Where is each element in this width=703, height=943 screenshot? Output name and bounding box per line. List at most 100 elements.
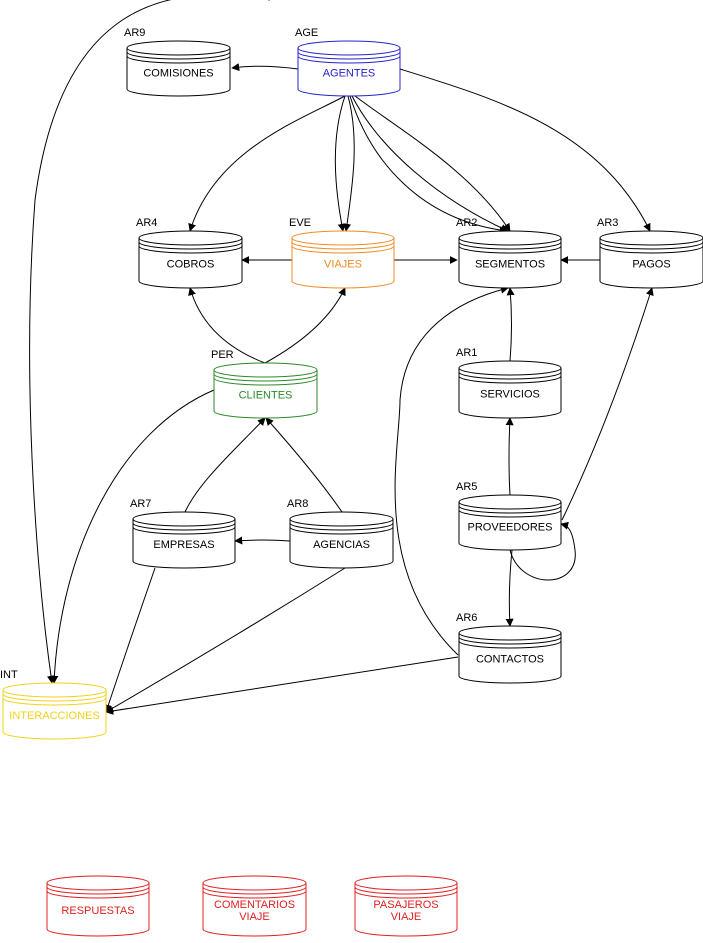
cylinder-top: [126, 40, 231, 56]
node-tag: AR8: [287, 498, 308, 510]
node-name: PROVEEDORES: [468, 522, 553, 534]
cylinder-body: [289, 519, 394, 569]
cylinder-top: [354, 875, 458, 891]
cylinder-ring: [202, 886, 307, 895]
cylinder-ring: [297, 51, 401, 60]
node-name: SEGMENTOS: [475, 259, 545, 271]
node-empresas[interactable]: EMPRESAS AR7: [130, 498, 236, 569]
node-name: PASAJEROS: [373, 899, 438, 911]
node-tag: AR9: [124, 27, 145, 39]
edge-top-interacciones: [29, 0, 270, 684]
edge-agencias-interacciones: [105, 567, 346, 713]
cylinder-top: [458, 230, 562, 246]
cylinder-ring: [354, 886, 458, 895]
edge-agentes-comisiones: [231, 63, 299, 72]
edge-clientes-viajes: [264, 287, 346, 364]
cylinder-ring: [138, 241, 243, 250]
node-name: SERVICIOS: [480, 389, 540, 401]
node-tag: AGE: [295, 27, 318, 39]
cylinder-top: [291, 230, 395, 246]
cylinder-top: [289, 511, 394, 527]
edge-agentes-cobros: [188, 95, 346, 232]
edge-agencias-empresas: [234, 536, 291, 545]
cylinder-ring: [458, 505, 562, 514]
edge-contactos-segmentos: [394, 285, 509, 656]
edge-agentes-viajes-2: [343, 95, 355, 232]
node-cobros[interactable]: COBROS AR4: [136, 217, 243, 289]
cylinder-ring: [354, 890, 458, 899]
cylinder-top: [132, 511, 236, 527]
cylinder-ring: [126, 55, 231, 64]
cylinder-body: [126, 48, 231, 97]
edge-clientes-cobros: [188, 287, 266, 364]
cylinder-ring: [458, 245, 562, 254]
node-name: AGENCIAS: [313, 539, 370, 551]
node-name: VIAJE: [239, 911, 270, 923]
cylinder-ring: [289, 522, 394, 531]
node-name: AGENTES: [323, 68, 376, 80]
cylinder-ring: [132, 526, 236, 535]
cylinder-body: [46, 883, 150, 937]
node-name: CLIENTES: [239, 390, 293, 402]
node-agencias[interactable]: AGENCIAS AR8: [287, 498, 394, 569]
cylinder-ring: [458, 640, 562, 649]
node-name: CONTACTOS: [476, 654, 544, 666]
cylinder-ring: [289, 526, 394, 535]
cylinder-ring: [46, 890, 150, 899]
cylinder-top: [2, 682, 107, 698]
cylinder-body: [2, 690, 107, 740]
node-name: VIAJE: [391, 911, 422, 923]
cylinder-body: [599, 238, 703, 289]
node-contactos[interactable]: CONTACTOS AR6: [456, 612, 562, 684]
edge-servicios-segmentos: [506, 287, 515, 362]
node-tag: AR6: [456, 612, 477, 624]
cylinder-body: [202, 883, 307, 937]
cylinder-ring: [2, 697, 107, 706]
cylinder-ring: [458, 371, 562, 380]
node-tag: AR7: [130, 498, 151, 510]
edge-proveedores-pagos: [561, 287, 654, 521]
cylinder-top: [46, 875, 150, 891]
node-name: PAGOS: [632, 259, 670, 271]
cylinder-ring: [291, 241, 395, 250]
node-tag: AR4: [136, 217, 157, 229]
cylinder-ring: [458, 509, 562, 518]
edge-agentes-segmentos-1: [349, 95, 508, 235]
cylinder-ring: [458, 375, 562, 384]
node-name: INTERACCIONES: [9, 710, 99, 722]
cylinder-ring: [599, 245, 703, 254]
cylinder-ring: [132, 522, 236, 531]
node-name: EMPRESAS: [153, 539, 214, 551]
node-tag: AR3: [597, 217, 618, 229]
node-name: COBROS: [167, 259, 215, 271]
node-tag: PER: [211, 349, 234, 361]
node-pagos[interactable]: PAGOS AR3: [597, 217, 703, 289]
edge-agentes-segmentos-2: [351, 95, 509, 232]
cylinder-body: [458, 238, 562, 289]
cylinder-ring: [599, 241, 703, 250]
cylinder-body: [138, 238, 243, 289]
node-clientes[interactable]: CLIENTES PER: [211, 349, 318, 419]
cylinder-ring: [297, 55, 401, 64]
node-name: RESPUESTAS: [61, 905, 134, 917]
cylinder-ring: [458, 241, 562, 250]
node-agentes[interactable]: AGENTES AGE: [295, 27, 401, 97]
relationship-arrows: [29, 0, 654, 715]
cylinder-ring: [202, 890, 307, 899]
cylinder-top: [138, 230, 243, 246]
cylinder-top: [202, 875, 307, 891]
cylinder-top: [297, 40, 401, 56]
edge-clientes-interacciones: [50, 389, 215, 684]
cylinder-top: [458, 494, 562, 510]
cylinder-ring: [126, 51, 231, 60]
node-respuestas[interactable]: RESPUESTAS: [46, 875, 150, 937]
